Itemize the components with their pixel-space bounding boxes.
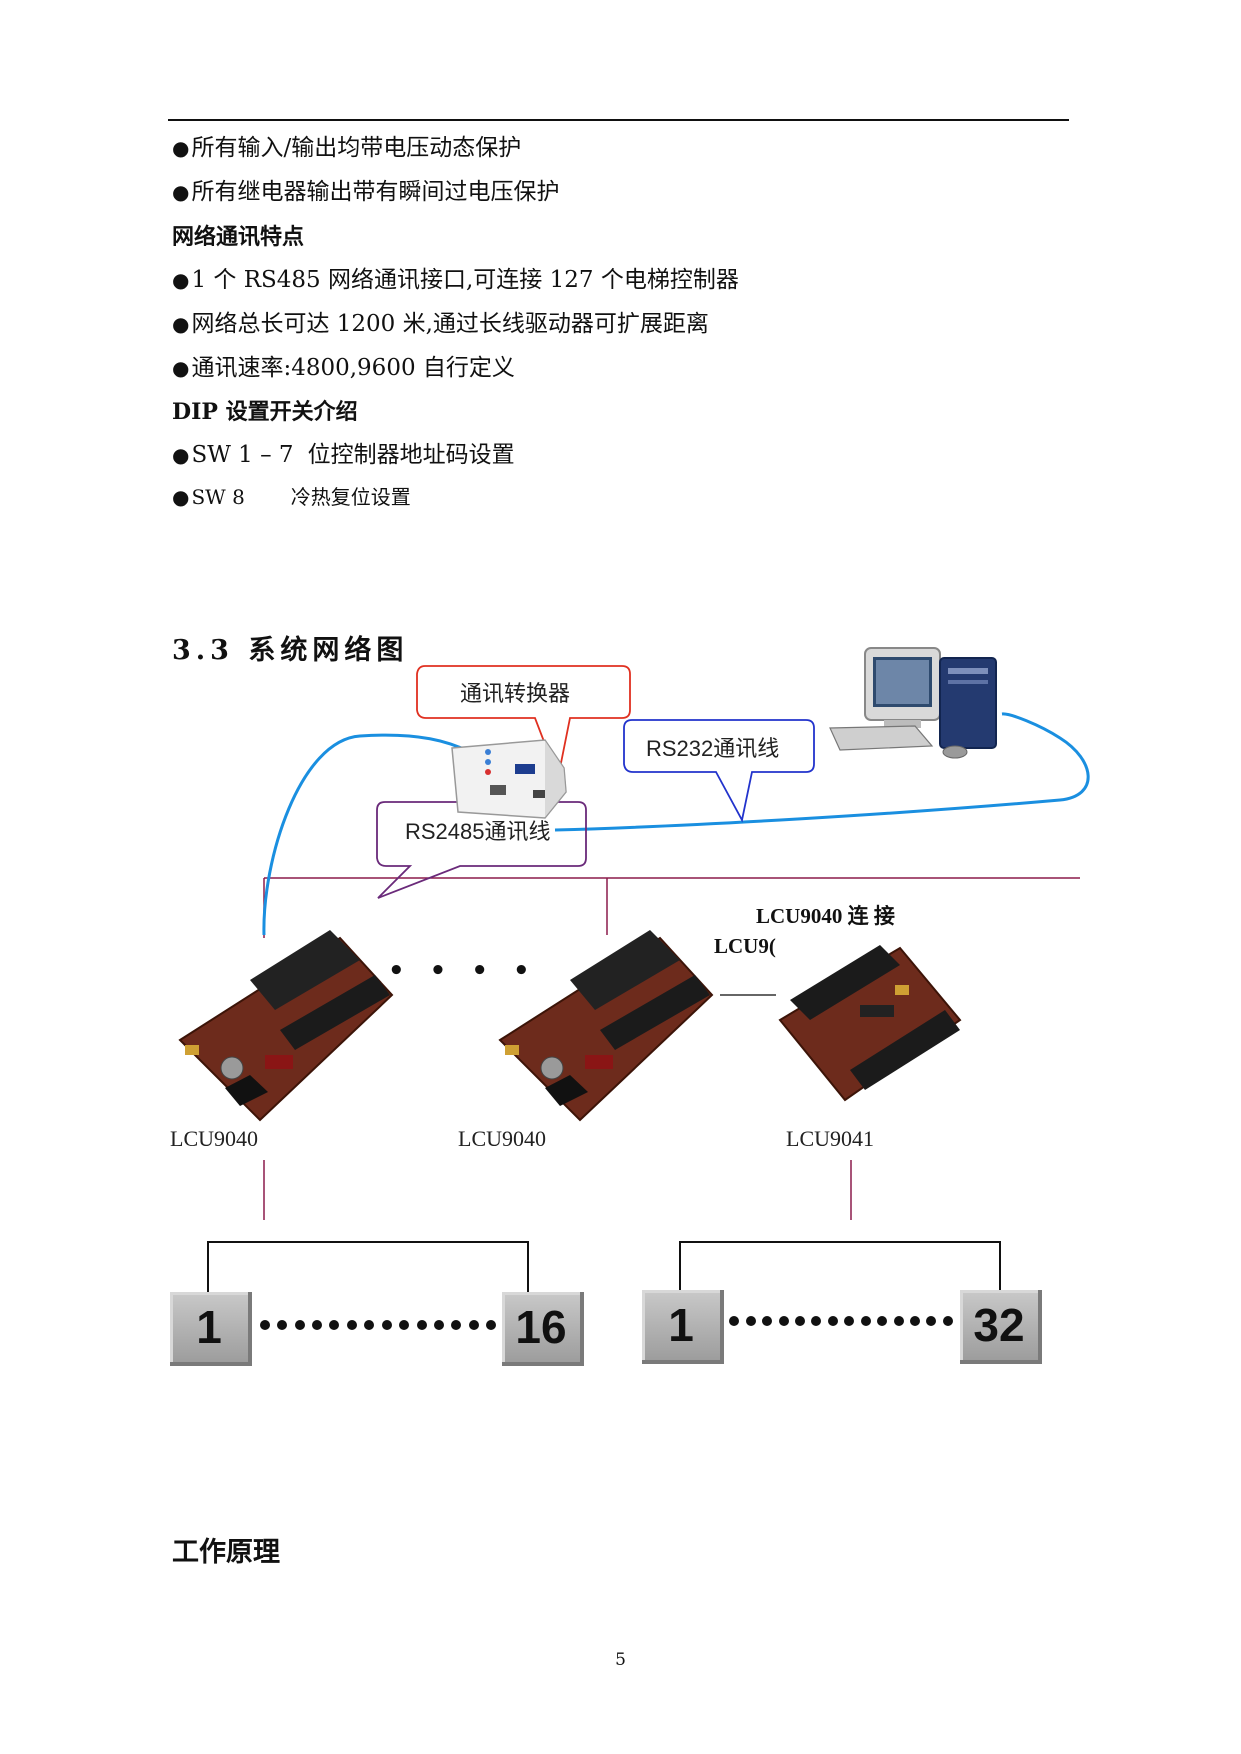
controller-label-3: LCU9041 (786, 1126, 874, 1151)
bullet: ● (172, 485, 190, 509)
range-dot (451, 1320, 462, 1330)
network-line-1: ●1 个 RS485 网络通讯接口,可连接 127 个电梯控制器 (172, 265, 739, 295)
bullet: ● (172, 180, 190, 204)
controller-label-2: LCU9040 (458, 1126, 546, 1151)
bullet: ● (172, 268, 190, 292)
converter-device (451, 739, 567, 819)
dip-key: SW 1 – 7 (191, 442, 294, 468)
dip-heading: DIP 设置开关介绍 (172, 399, 358, 425)
dip-line-2: ●SW 8 冷热复位设置 (172, 482, 411, 512)
range-dot (860, 1316, 871, 1326)
dip-line-1: ●SW 1 – 7 位控制器地址码设置 (172, 440, 515, 470)
range-dot (486, 1320, 497, 1330)
range-dot (909, 1316, 920, 1326)
bullet: ● (172, 312, 190, 336)
connect-label-truncated: LCU9( (714, 934, 776, 958)
network-heading: 网络通讯特点 (172, 224, 305, 250)
connect-label: LCU9040 连 接 (756, 904, 895, 928)
bullet: ● (172, 443, 190, 467)
section-title: 3.3 系统网络图 (172, 635, 409, 666)
blue-cable-right (554, 712, 1090, 832)
range-dot (745, 1316, 756, 1326)
range-dot (259, 1320, 270, 1330)
range-dot (416, 1320, 427, 1330)
header-rule (168, 119, 1069, 121)
range-right-end: 32 (960, 1290, 1042, 1364)
range-dot (364, 1320, 375, 1330)
controller-board-3 (778, 945, 962, 1102)
range-dot (877, 1316, 888, 1326)
range-dot (294, 1320, 305, 1330)
network-line-2: ●网络总长可达 1200 米,通过长线驱动器可扩展距离 (172, 309, 709, 339)
page-number: 5 (615, 1650, 626, 1670)
network-text: 网络总长可达 1200 米,通过长线驱动器可扩展距离 (191, 311, 709, 337)
range-left-start: 1 (170, 1292, 252, 1366)
range-dot (399, 1320, 410, 1330)
bullet: ● (172, 136, 190, 160)
network-line-3: ●通讯速率:4800,9600 自行定义 (172, 353, 515, 383)
range-right-start: 1 (642, 1290, 724, 1364)
work-principle-heading: 工作原理 (172, 1537, 280, 1568)
controller-board-1 (178, 930, 394, 1122)
rs232-callout-text: RS232通讯线 (646, 736, 780, 761)
range-dot (346, 1320, 357, 1330)
range-dot (329, 1320, 340, 1330)
range-dot (762, 1316, 773, 1326)
range-dot (794, 1316, 805, 1326)
dip-text: 位控制器地址码设置 (307, 442, 515, 468)
range-bracket-left (207, 1241, 529, 1295)
range-bracket-right (679, 1241, 1001, 1295)
range-dot (926, 1316, 937, 1326)
range-dots-left (256, 1316, 500, 1336)
network-text: 1 个 RS485 网络通讯接口,可连接 127 个电梯控制器 (191, 267, 739, 293)
dip-key: SW 8 (191, 485, 245, 509)
range-dot (277, 1320, 288, 1330)
range-dot (381, 1320, 392, 1330)
feature-text: 所有继电器输出带有瞬间过电压保护 (191, 179, 560, 205)
controller-label-1: LCU9040 (170, 1126, 258, 1151)
range-dot (811, 1316, 822, 1326)
bullet: ● (172, 356, 190, 380)
range-left-end: 16 (502, 1292, 584, 1366)
range-dot (312, 1320, 322, 1330)
range-dots-right (726, 1312, 956, 1332)
range-dot (844, 1316, 855, 1326)
range-dot (729, 1316, 740, 1326)
range-dot (434, 1320, 444, 1330)
range-dot (893, 1316, 904, 1326)
feature-text: 所有输入/输出均带电压动态保护 (191, 135, 522, 161)
range-dot (827, 1316, 838, 1326)
controllers-ellipsis: • • • • (388, 956, 538, 986)
range-dot (778, 1316, 789, 1326)
rs485-callout-text: RS2485通讯线 (405, 819, 551, 844)
pc-computer (829, 647, 997, 759)
feature-line-2: ●所有继电器输出带有瞬间过电压保护 (172, 177, 559, 207)
network-text: 通讯速率:4800,9600 自行定义 (191, 355, 515, 381)
feature-line-1: ●所有输入/输出均带电压动态保护 (172, 133, 521, 163)
dip-text: 冷热复位设置 (290, 485, 411, 509)
range-dot (942, 1316, 953, 1326)
range-dot (468, 1320, 479, 1330)
converter-callout-text: 通讯转换器 (460, 681, 571, 706)
